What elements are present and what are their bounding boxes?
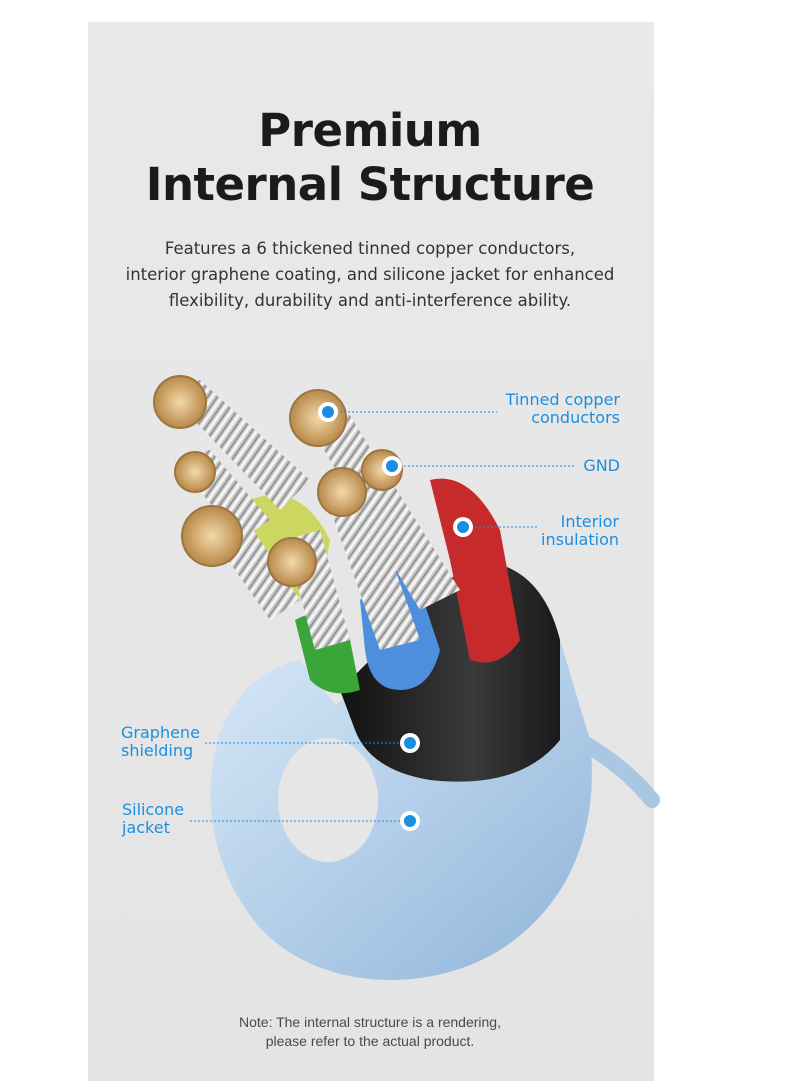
callout-silicone-jacket-line-2: jacket <box>122 818 170 837</box>
callout-graphene-shielding: Graphene shielding <box>121 724 200 760</box>
description-line-1: Features a 6 thickened tinned copper con… <box>164 239 576 258</box>
title-line-2: Internal Structure <box>145 158 595 211</box>
description-line-2: interior graphene coating, and silicone … <box>125 265 615 284</box>
red-insulation <box>430 478 520 663</box>
callout-interior-insulation: Interior insulation <box>541 513 619 549</box>
dot-graphene-shielding <box>404 737 416 749</box>
callout-gnd-line-1: GND <box>583 456 620 475</box>
callout-graphene-shielding-line-1: Graphene <box>121 723 200 742</box>
dot-silicone-jacket <box>404 815 416 827</box>
conductor-strand-2 <box>300 400 460 610</box>
copper-end-2 <box>289 389 347 447</box>
callout-tinned-copper-line-1: Tinned copper <box>505 390 620 409</box>
callout-silicone-jacket-line-1: Silicone <box>122 800 185 819</box>
dot-interior-insulation <box>457 521 469 533</box>
copper-end-7 <box>267 537 317 587</box>
callout-silicone-jacket: Silicone jacket <box>122 801 184 837</box>
description-line-3: flexibility, durability and anti-interfe… <box>168 291 572 310</box>
rendering-note: Note: The internal structure is a render… <box>0 1013 740 1051</box>
callout-gnd: GND <box>583 457 620 475</box>
copper-end-1 <box>153 375 207 429</box>
dot-gnd <box>386 460 398 472</box>
copper-end-3 <box>174 451 216 493</box>
callout-interior-insulation-line-2: insulation <box>541 530 619 549</box>
copper-end-4 <box>317 467 367 517</box>
copper-end-6 <box>181 505 243 567</box>
jacket-loop-hole <box>278 738 378 862</box>
callout-leaders <box>190 411 575 822</box>
conductor-strand-1 <box>170 380 310 510</box>
callout-tinned-copper: Tinned copper conductors <box>506 391 620 427</box>
dot-tinned-copper <box>322 406 334 418</box>
note-line-2: please refer to the actual product. <box>265 1033 475 1049</box>
feature-description: Features a 6 thickened tinned copper con… <box>0 236 740 314</box>
callout-interior-insulation-line-1: Interior <box>560 512 619 531</box>
callout-tinned-copper-line-2: conductors <box>531 408 620 427</box>
callout-dots <box>318 402 473 831</box>
title-line-1: Premium <box>258 104 482 157</box>
page-title: Premium Internal Structure <box>0 104 740 212</box>
note-line-1: Note: The internal structure is a render… <box>239 1014 501 1030</box>
callout-graphene-shielding-line-2: shielding <box>121 741 194 760</box>
